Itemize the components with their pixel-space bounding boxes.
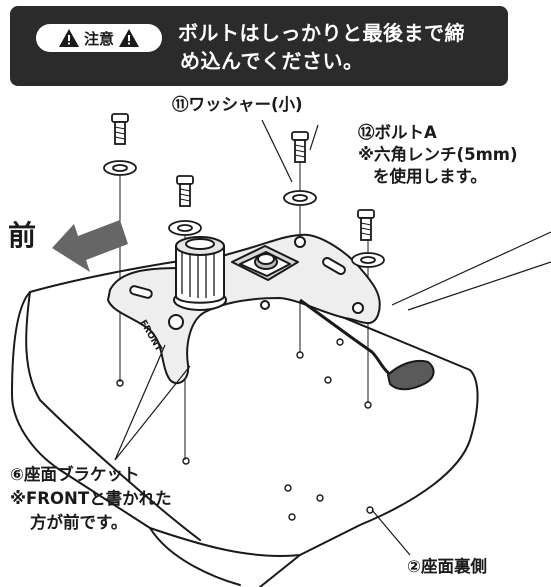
bolt-label: ⑫ボルトA [358, 123, 437, 142]
warning-triangle-icon [118, 28, 140, 48]
caution-pill: 注意 [36, 24, 162, 52]
bracket-label-line2: ※FRONTと書かれた [10, 489, 172, 508]
wrench-note-line2: を使用します。 [373, 167, 487, 186]
bolts [103, 113, 385, 268]
wrench-note-line1: ※六角レンチ(5mm) [358, 145, 518, 164]
washer-label: ⑪ワッシャー(小) [172, 95, 303, 114]
warning-triangle-icon [58, 28, 80, 48]
caution-line-2: め込んでください。 [180, 49, 364, 73]
cylinder-knob [173, 236, 227, 311]
caution-message: ボルトはしっかりと最後まで締 め込んでください。 [178, 19, 498, 75]
bracket-label-line3: 方が前です。 [30, 513, 128, 532]
front-arrow-icon [52, 220, 128, 272]
seat-underside-label: ②座面裏側 [407, 557, 487, 576]
seat-bracket [107, 233, 435, 391]
caution-line-1: ボルトはしっかりと最後まで締 [178, 21, 465, 45]
caution-word: 注意 [83, 29, 114, 48]
front-label: 前 [8, 219, 37, 252]
assembly-illustration: FRONT [11, 113, 551, 587]
bracket-label-line1: ⑥座面ブラケット [10, 465, 140, 484]
caution-banner: 注意 ボルトはしっかりと最後まで締 め込んでください。 [10, 6, 508, 86]
